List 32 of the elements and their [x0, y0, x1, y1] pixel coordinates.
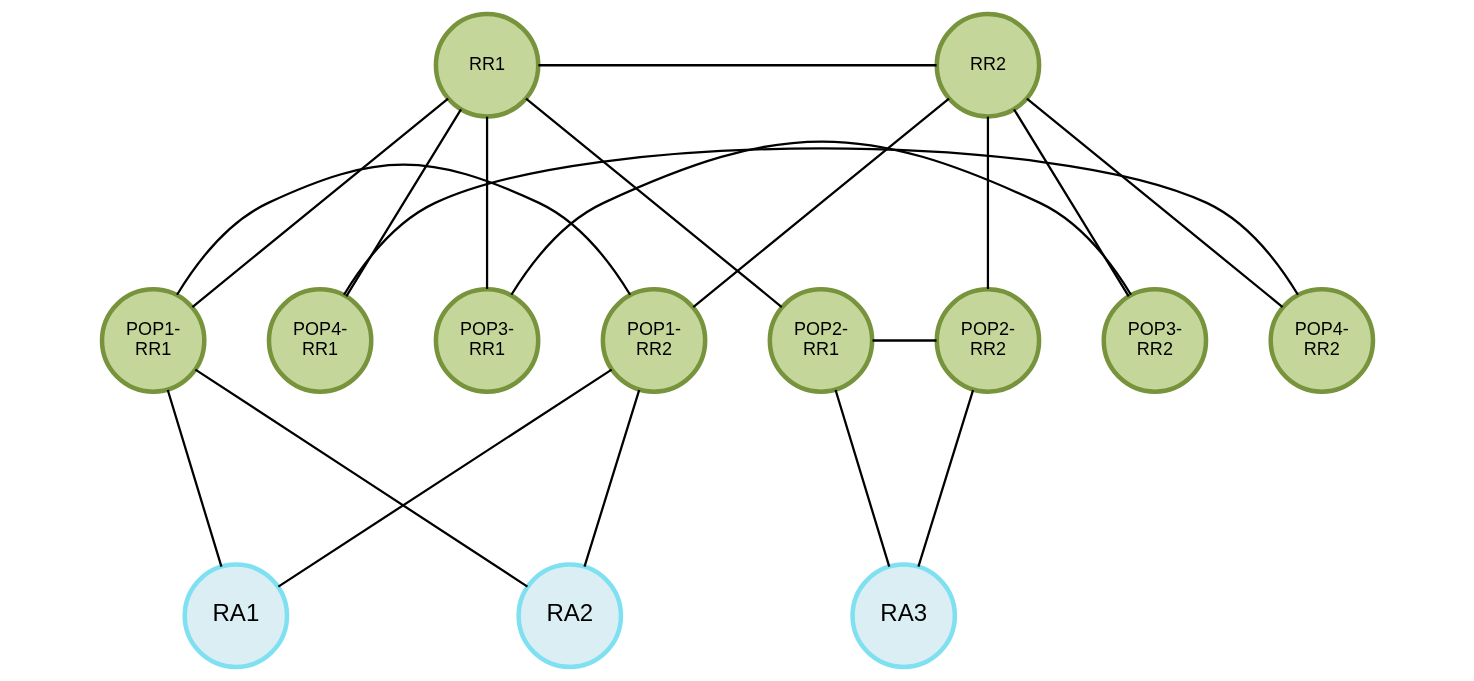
connector: [194, 368, 528, 588]
connector: [175, 163, 631, 296]
connector: [191, 97, 449, 308]
connector: [485, 116, 488, 289]
connector: [1025, 97, 1283, 308]
node-circle: POP1- RR1: [99, 287, 207, 394]
node-circle: POP1- RR2: [600, 287, 707, 394]
node-circle: POP4- RR2: [1267, 287, 1375, 394]
connector: [342, 147, 1299, 296]
node-circle: RA3: [849, 562, 957, 670]
connector: [834, 389, 890, 567]
connector: [509, 140, 1132, 296]
connector: [986, 116, 989, 289]
node-circle: RA1: [182, 562, 289, 670]
node-circle: POP2- RR1: [767, 287, 874, 394]
connector: [916, 389, 974, 568]
connector: [277, 368, 612, 588]
node-circle: POP3- RR1: [433, 287, 540, 394]
connector: [524, 97, 782, 308]
connector: [166, 389, 222, 567]
connector: [344, 108, 462, 297]
connector: [872, 339, 936, 342]
node-circle: POP4- RR1: [266, 287, 373, 394]
node-circle: POP3- RR2: [1101, 287, 1208, 394]
connector: [692, 97, 950, 308]
connector: [537, 64, 937, 67]
connector: [1012, 108, 1130, 297]
node-circle: RA2: [515, 562, 623, 670]
node-circle: RR2: [934, 11, 1041, 119]
node-circle: RR1: [433, 11, 540, 119]
connector: [582, 389, 640, 568]
node-circle: POP2- RR2: [934, 287, 1041, 394]
